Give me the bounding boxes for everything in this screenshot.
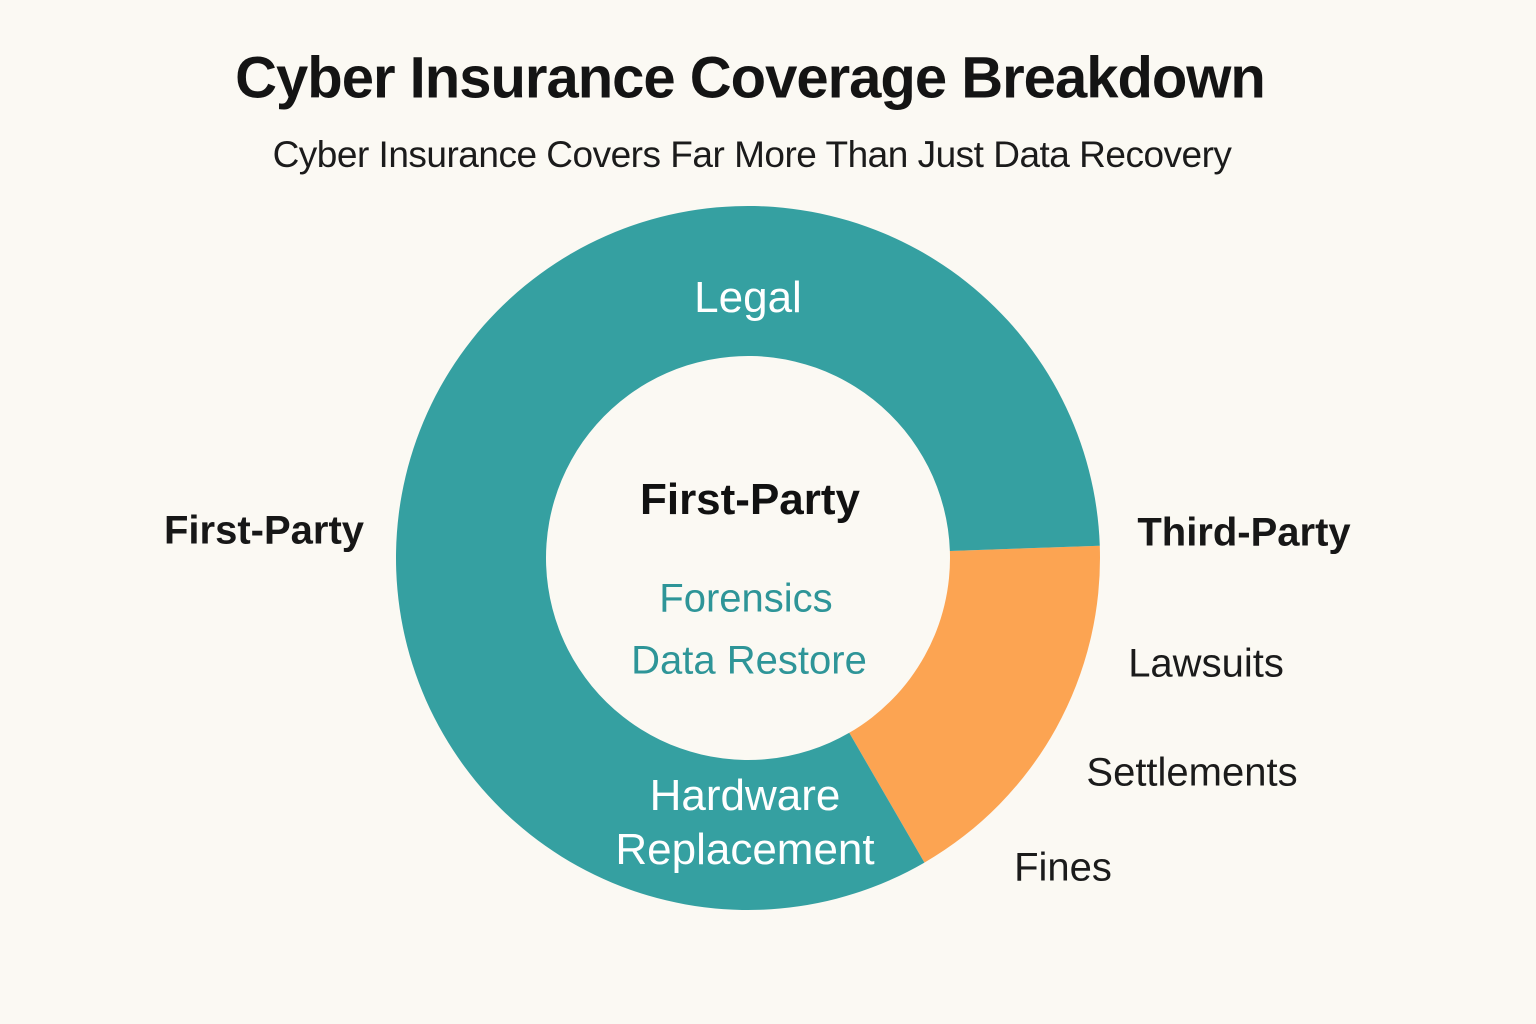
third-party-item-fines: Fines: [1014, 845, 1112, 890]
ring-label-legal: Legal: [694, 273, 802, 322]
segment-label-first-party: First-Party: [163, 508, 365, 553]
chart-subtitle: Cyber Insurance Covers Far More Than Jus…: [272, 134, 1232, 175]
donut-segment-third-party: [849, 545, 1100, 863]
chart-title: Cyber Insurance Coverage Breakdown: [235, 45, 1266, 111]
segment-label-third-party: Third-Party: [1137, 510, 1351, 555]
center-label-first-party: First-Party: [639, 475, 861, 524]
third-party-item-lawsuits: Lawsuits: [1128, 641, 1284, 686]
center-item-data-restore: Data Restore: [631, 638, 867, 683]
donut-segment-first-party: [396, 206, 1100, 911]
center-item-forensics: Forensics: [659, 576, 833, 621]
third-party-item-settlements: Settlements: [1086, 750, 1298, 795]
ring-label-hardware-replacement: Hardware Replacement: [615, 771, 875, 874]
